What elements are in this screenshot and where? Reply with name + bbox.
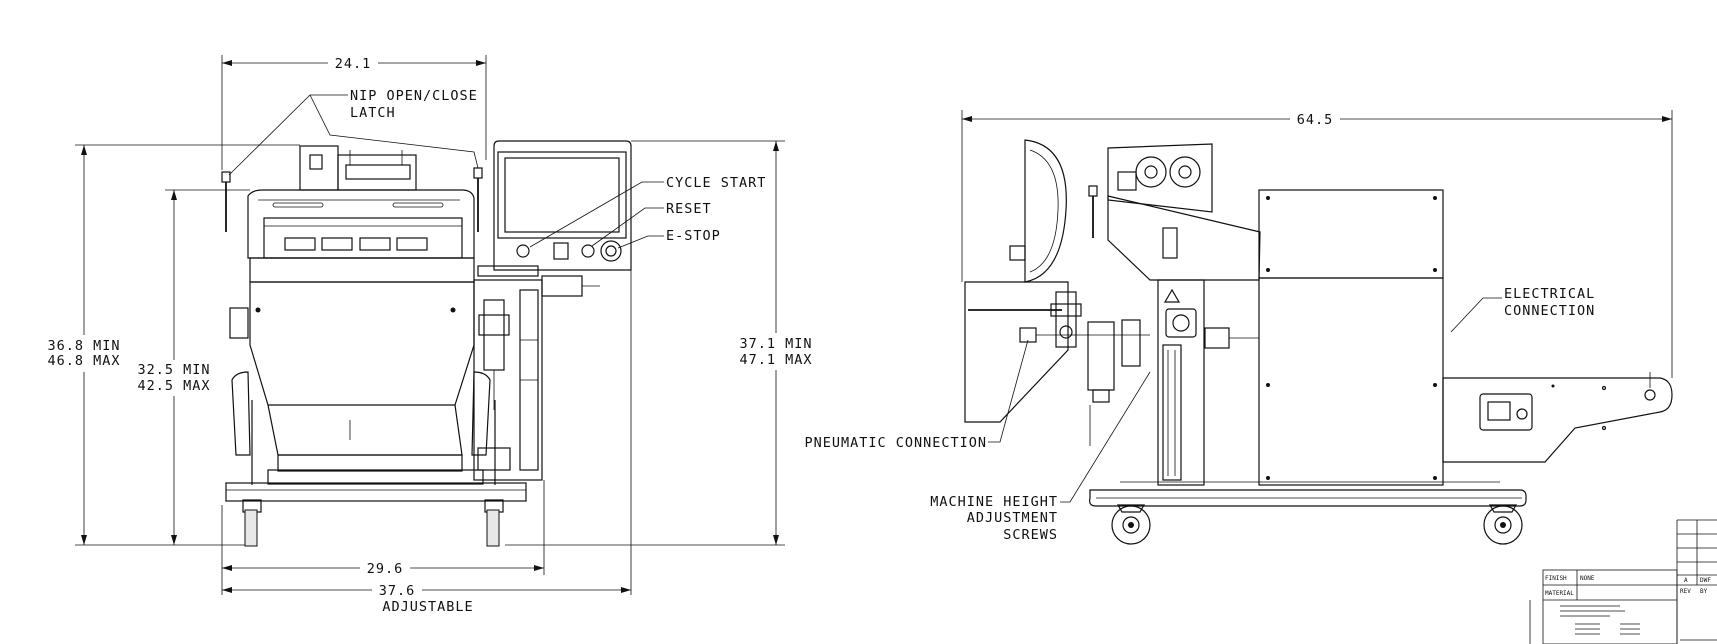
- control-panel: [477, 140, 632, 277]
- pneumatic-label: PNEUMATIC CONNECTION: [804, 435, 987, 451]
- electrical-label-line1: ELECTRICAL: [1504, 286, 1595, 302]
- side-machine-body: [964, 139, 1673, 545]
- nip-latch-label-line1: NIP OPEN/CLOSE: [350, 88, 478, 104]
- material-label: MATERIAL: [1545, 590, 1574, 597]
- dim-bottom-base: 29.6: [367, 561, 404, 577]
- front-dimensions: [75, 55, 785, 595]
- dim-bottom-overall: 37.6: [379, 583, 416, 599]
- reset-button-icon: [581, 244, 595, 258]
- by-label: BY: [1700, 588, 1708, 595]
- finish-label: FINISH: [1545, 575, 1567, 582]
- dim-top-width: 24.1: [335, 56, 372, 72]
- front-labels: 24.1 NIP OPEN/CLOSE LATCH CYCLE START RE…: [47, 56, 812, 615]
- e-stop-label: E-STOP: [666, 228, 721, 244]
- finish-value: NONE: [1580, 575, 1595, 582]
- cycle-start-button-icon: [516, 244, 530, 258]
- dim-left-outer-min: 36.8 MIN: [47, 338, 120, 354]
- height-label-line3: SCREWS: [1003, 527, 1058, 543]
- dim-bottom-overall-note: ADJUSTABLE: [382, 599, 473, 615]
- height-label-line2: ADJUSTMENT: [967, 510, 1058, 526]
- side-dimensions: [961, 110, 1673, 378]
- key-switch-icon: [553, 242, 569, 260]
- by-value: DWF: [1700, 577, 1711, 584]
- reset-label: RESET: [666, 201, 712, 217]
- front-machine-body: [221, 145, 600, 547]
- cycle-start-label: CYCLE START: [666, 175, 766, 191]
- dim-right-min: 37.1 MIN: [739, 336, 812, 352]
- height-label-line1: MACHINE HEIGHT: [930, 494, 1058, 510]
- dim-left-inner-max: 42.5 MAX: [137, 378, 210, 394]
- side-view: 64.5 ELECTRICAL CONNECTION PNEUMATIC CON…: [804, 110, 1673, 545]
- rev-value: A: [1684, 577, 1688, 584]
- side-leaders: [988, 297, 1502, 503]
- title-block: FINISH NONE MATERIAL A DWF REV BY: [1529, 519, 1717, 644]
- dim-left-outer-max: 46.8 MAX: [47, 353, 120, 369]
- side-labels: 64.5 ELECTRICAL CONNECTION PNEUMATIC CON…: [804, 112, 1595, 543]
- dim-overall-length: 64.5: [1297, 112, 1334, 128]
- front-view: 24.1 NIP OPEN/CLOSE LATCH CYCLE START RE…: [47, 55, 812, 615]
- front-leaders: [228, 94, 664, 249]
- nip-latch-label-line2: LATCH: [350, 105, 396, 121]
- rev-label: REV: [1680, 588, 1691, 595]
- e-stop-button-icon: [600, 240, 622, 262]
- dim-left-inner-min: 32.5 MIN: [137, 362, 210, 378]
- warning-triangle-icon: [1163, 288, 1181, 303]
- electrical-label-line2: CONNECTION: [1504, 303, 1595, 319]
- dim-right-max: 47.1 MAX: [739, 352, 812, 368]
